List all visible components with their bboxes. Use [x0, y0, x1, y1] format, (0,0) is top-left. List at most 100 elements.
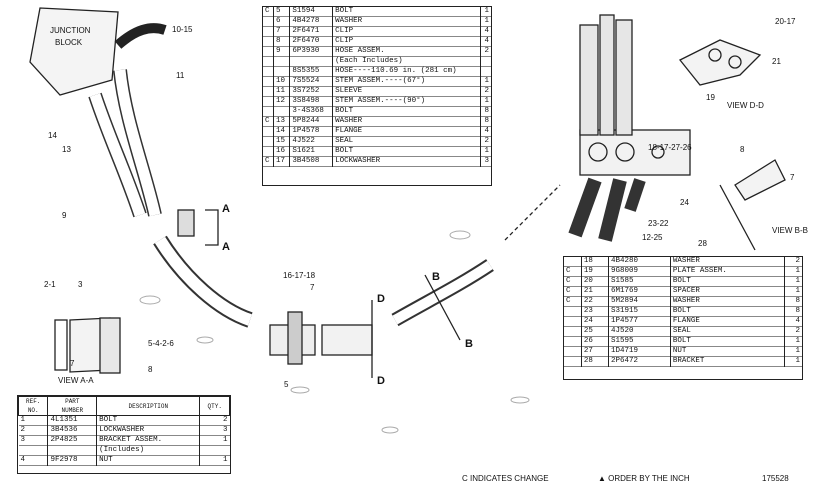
right-table-cell-desc: WASHER: [669, 257, 785, 267]
view-bb-label: VIEW B-B: [772, 226, 808, 235]
right-table-cell-no: 22: [580, 296, 609, 307]
bottom-table-cell-no: 2: [20, 426, 26, 434]
top-table-cell-desc: STEM ASSEM.----(90°): [332, 96, 481, 107]
right-table-cell-no: 23: [580, 306, 609, 317]
bottom-table-cell-qty: [199, 445, 230, 456]
callout-8: 8: [148, 365, 153, 374]
callout-13: 13: [62, 145, 71, 154]
section-d-top: D: [377, 293, 385, 305]
section-b-bottom: B: [465, 338, 473, 350]
right-table-cell-mark: [564, 327, 581, 337]
right-table-cell-desc: BOLT: [669, 276, 785, 287]
right-table-cell-no: 25: [580, 326, 609, 337]
right-table-cell-qty: 8: [784, 296, 802, 307]
top-table-cell-no: 16: [273, 146, 290, 157]
top-table-cell-part: 6P3930: [289, 46, 333, 57]
top-table-cell-part: 4J522: [289, 136, 333, 147]
callout-5: 5: [284, 380, 289, 389]
bottom-table-cell-desc: BOLT: [96, 415, 200, 426]
right-table-cell-qty: 2: [784, 257, 802, 267]
top-table-cell-part: 2F6470: [289, 36, 333, 47]
callout-28: 28: [698, 239, 707, 248]
top-table-cell-part: 7S5524: [289, 76, 333, 87]
top-table-cell-no: [273, 66, 290, 77]
top-table-cell-part: S1594: [289, 7, 333, 17]
top-table-cell-desc: FLANGE: [332, 126, 481, 137]
top-table-cell-desc: WASHER: [332, 116, 481, 127]
view-dd-label: VIEW D-D: [727, 101, 764, 110]
top-table-cell-no: 12: [273, 96, 290, 107]
top-table-cell-no: 5: [273, 7, 290, 17]
top-table-cell-no: 9: [273, 46, 290, 57]
right-table-cell-mark: C: [566, 267, 571, 275]
top-table-cell-desc: LOCKWASHER: [332, 156, 481, 167]
top-table-cell-qty: 4: [479, 126, 491, 137]
right-table-cell-no: 26: [580, 336, 609, 347]
valve-body: [579, 129, 691, 176]
right-table-cell-desc: SEAL: [669, 326, 785, 337]
right-table-cell-qty: 2: [784, 326, 802, 337]
callout-8: 8: [740, 145, 745, 154]
bottom-table-header-ref: REF. NO.: [18, 396, 49, 416]
top-table-cell-qty: 1: [479, 96, 491, 107]
bottom-table-cell-desc: (Includes): [96, 445, 200, 456]
top-table-cell-mark: [263, 77, 274, 87]
bottom-table-cell-part: [47, 445, 97, 456]
right-table-cell-qty: 1: [784, 336, 802, 347]
top-table-cell-desc: CLIP: [332, 36, 481, 47]
top-table-cell-no: 15: [273, 136, 290, 147]
top-table-cell-qty: 2: [479, 46, 491, 57]
bottom-table-cell-no: 1: [20, 416, 26, 424]
bottom-table-row: (Includes): [18, 445, 230, 456]
drawing-number: 175528: [762, 474, 789, 483]
right-table-cell-desc: SPACER: [669, 286, 785, 297]
top-table-cell-qty: 8: [479, 106, 491, 117]
section-d-bottom: D: [377, 375, 385, 387]
top-table-cell-part: S1621: [289, 146, 333, 157]
bottom-table-cell-qty: 2: [199, 415, 230, 426]
top-table-cell-part: 2F6471: [289, 26, 333, 37]
bottom-table-cell-part: 4L1351: [47, 415, 97, 426]
right-table-cell-no: 19: [580, 266, 609, 277]
right-table-cell-part: 6M1769: [608, 286, 671, 297]
top-table-cell-mark: [263, 107, 274, 117]
bottom-table-cell-desc: BRACKET ASSEM.: [96, 435, 200, 446]
top-table-cell-mark: [263, 147, 274, 157]
right-table-cell-part: 1P4577: [608, 316, 671, 327]
top-table-cell-no: 10: [273, 76, 290, 87]
top-table-cell-part: 3S7252: [289, 86, 333, 97]
top-table-cell-desc: BOLT: [332, 7, 481, 17]
callout-24: 24: [680, 198, 689, 207]
right-table-cell-no: 28: [580, 356, 609, 367]
callout-7: 7: [70, 359, 75, 368]
bottom-table-cell-qty: 3: [199, 425, 230, 436]
top-table-cell-no: [273, 56, 290, 67]
right-table-cell-part: S1595: [608, 336, 671, 347]
view-dd-drawing: [678, 39, 762, 86]
top-table-cell-desc: HOSE----110.69 in. (281 cm): [332, 66, 481, 77]
view-aa-label: VIEW A-A: [58, 376, 94, 385]
right-table-cell-qty: 1: [784, 286, 802, 297]
junction-block-label-l2: BLOCK: [55, 38, 83, 47]
right-table-cell-part: 5M2894: [608, 296, 671, 307]
callout-20-17: 20-17: [775, 17, 796, 26]
callout-14: 14: [48, 131, 57, 140]
